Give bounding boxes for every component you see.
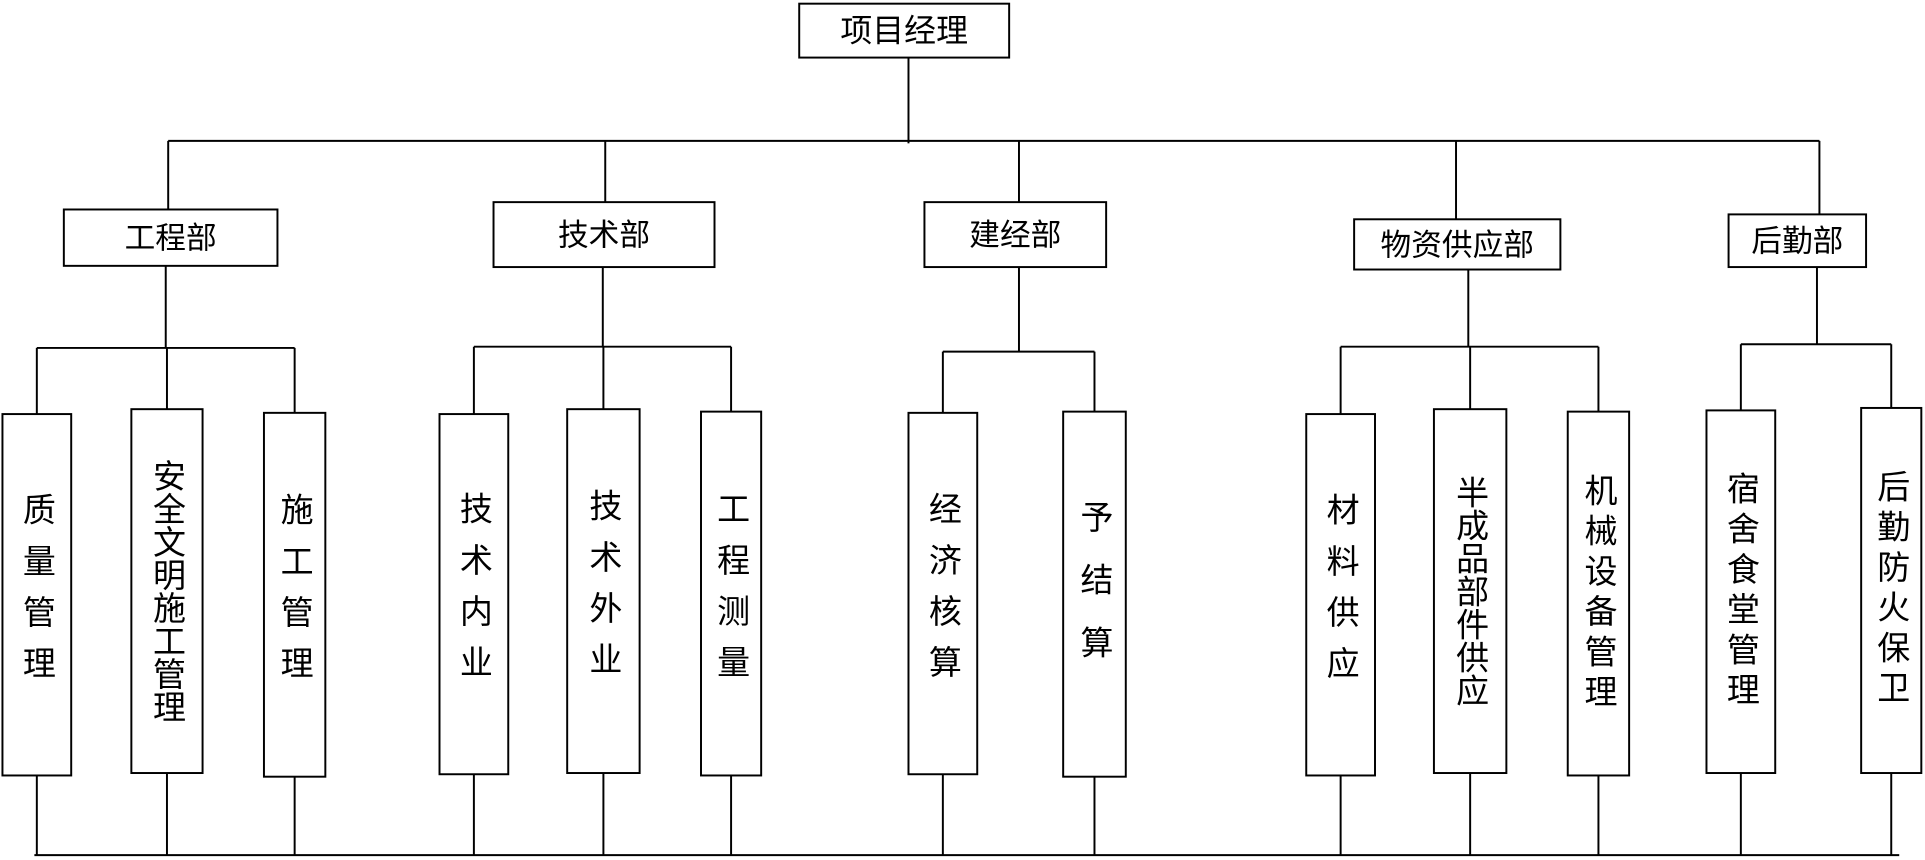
department-node: 技术部 bbox=[492, 201, 716, 269]
function-box bbox=[1432, 408, 1508, 774]
function-box bbox=[1860, 406, 1923, 774]
function-box bbox=[262, 411, 327, 778]
department-node: 后勤部 bbox=[1727, 213, 1868, 269]
function-box bbox=[130, 408, 204, 774]
department-box bbox=[923, 201, 1108, 269]
department-node: 工程部 bbox=[62, 208, 279, 267]
function-box bbox=[438, 413, 510, 776]
department-box bbox=[62, 208, 279, 267]
department-box bbox=[492, 201, 716, 269]
department-label: 物资供应部 bbox=[1381, 228, 1534, 263]
root-box bbox=[798, 2, 1011, 59]
department-node: 物资供应部 bbox=[1353, 218, 1562, 271]
department-label: 技术部 bbox=[558, 219, 650, 254]
root-label: 项目经理 bbox=[840, 12, 968, 50]
function-box bbox=[1305, 413, 1376, 777]
function-box bbox=[1, 413, 73, 777]
connector-lines bbox=[34, 57, 1900, 857]
function-box bbox=[1062, 410, 1127, 778]
department-box bbox=[1727, 213, 1868, 269]
department-node: 建经部 bbox=[923, 201, 1108, 269]
department-label: 后勤部 bbox=[1751, 225, 1843, 260]
function-box bbox=[1566, 410, 1631, 777]
department-label: 建经部 bbox=[969, 219, 1061, 254]
function-box bbox=[907, 411, 979, 776]
department-label: 工程部 bbox=[125, 222, 217, 257]
department-box bbox=[1353, 218, 1562, 271]
function-box bbox=[700, 410, 763, 777]
function-box bbox=[1705, 409, 1777, 774]
root-node: 项目经理 bbox=[798, 2, 1011, 59]
function-box bbox=[566, 408, 641, 774]
